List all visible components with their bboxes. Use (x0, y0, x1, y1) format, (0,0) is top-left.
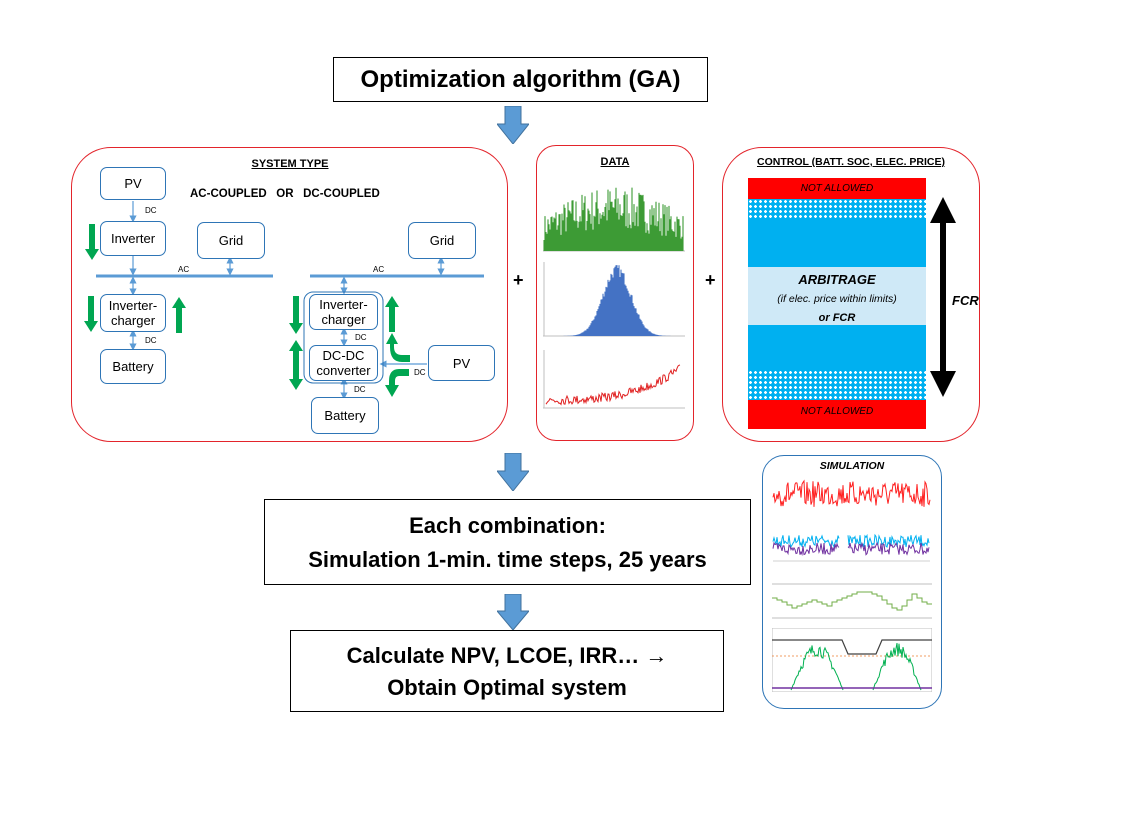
simulation-panel-title: SIMULATION (819, 460, 885, 472)
flow-arrow-2-icon (497, 453, 529, 491)
fcr-double-arrow-icon (930, 197, 956, 397)
flow-arrow-1-icon (497, 106, 529, 144)
cyan-bottom-band (748, 325, 926, 370)
hatched-top-band (748, 199, 926, 220)
simulation-soc-trace-thumbnail (772, 583, 932, 619)
simulation-power-trace-thumbnail (772, 628, 932, 692)
ac-charger-up-arrow-icon (172, 297, 186, 333)
ac-inverter-node: Inverter (100, 221, 166, 256)
dc-charger-down-arrow-icon (289, 296, 303, 334)
data-load-distribution-thumbnail (543, 262, 685, 337)
control-panel-title: CONTROL (BATT. SOC, ELEC. PRICE) (756, 156, 946, 168)
ac-pv-node: PV (100, 167, 166, 200)
ac-inverter-down-arrow-icon (85, 224, 99, 260)
ac-bus-label: AC (178, 265, 190, 274)
data-price-thumbnail (543, 350, 685, 409)
simulation-red-trace-thumbnail (772, 479, 931, 507)
data-panel-title: DATA (600, 156, 630, 168)
data-pv-production-thumbnail (543, 187, 685, 252)
ac-battery-node: Battery (100, 349, 166, 384)
result-line1: Calculate NPV, LCOE, IRR… → (346, 643, 668, 668)
arbitrage-note: (if elec. price within limits) (777, 293, 897, 305)
dc-dc-label-1: DC (355, 333, 367, 342)
not-allowed-bottom-label: NOT ALLOWED (800, 406, 874, 417)
dc-pv-dc-label: DC (414, 368, 426, 377)
dc-bus-label: AC (373, 265, 385, 274)
coupling-subtitle: AC-COUPLED OR DC-COUPLED (190, 188, 380, 200)
not-allowed-bottom-band (748, 400, 926, 429)
dc-pv-curved-arrow-up-icon (386, 333, 410, 362)
dc-charger-up-arrow-icon (385, 296, 399, 332)
flow-arrow-3-icon (497, 594, 529, 630)
ac-charger-down-arrow-icon (84, 296, 98, 332)
ac-dc-label-2: DC (145, 336, 157, 345)
arbitrage-band (748, 267, 926, 325)
or-fcr-label: or FCR (818, 312, 856, 324)
not-allowed-top-label: NOT ALLOWED (800, 183, 874, 194)
each-combination-line1: Each combination: (409, 513, 606, 538)
simulation-blue-purple-trace-thumbnail (772, 533, 930, 562)
ac-dc-label-1: DC (145, 206, 157, 215)
plus-sign-2: + (705, 270, 716, 290)
ac-inverter-charger-node: Inverter- charger (100, 294, 166, 332)
result-line2: Obtain Optimal system (387, 675, 627, 700)
simulation-panel (762, 455, 942, 709)
not-allowed-top-band (748, 178, 926, 199)
hatched-bottom-band (748, 370, 926, 400)
optimization-algorithm-box: Optimization algorithm (GA) (333, 57, 708, 102)
dc-inverter-charger-node: Inverter- charger (309, 294, 378, 330)
plus-sign-1: + (513, 270, 524, 290)
system-type-title: SYSTEM TYPE (251, 158, 329, 170)
arbitrage-label: ARBITRAGE (798, 272, 876, 287)
fcr-label: FCR (952, 293, 979, 308)
cyan-top-band (748, 220, 926, 267)
ac-grid-node: Grid (197, 222, 265, 259)
dc-pv-node: PV (428, 345, 495, 381)
result-box: Calculate NPV, LCOE, IRR… → Obtain Optim… (290, 630, 724, 712)
dc-grid-node: Grid (408, 222, 476, 259)
dc-dcdc-bidirectional-arrow-icon (289, 340, 303, 390)
dc-pv-curved-arrow-down-icon (385, 369, 409, 397)
dc-battery-node: Battery (311, 397, 379, 434)
dc-dcdc-converter-node: DC-DC converter (309, 345, 378, 381)
dc-dc-label-2: DC (354, 385, 366, 394)
each-combination-box: Each combination: Simulation 1-min. time… (264, 499, 751, 585)
each-combination-line2: Simulation 1-min. time steps, 25 years (308, 547, 707, 572)
soc-bar (748, 178, 926, 429)
